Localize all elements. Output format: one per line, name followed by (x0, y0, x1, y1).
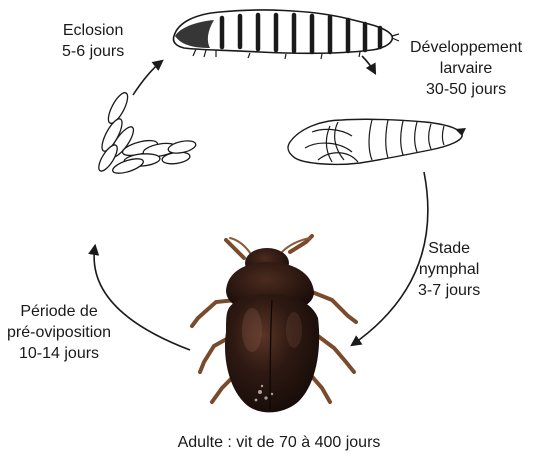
nymph-name: Stade (418, 238, 480, 259)
adult-caption: Adulte : vit de 70 à 400 jours (0, 432, 558, 453)
eclosion-duration: 5-6 jours (62, 41, 124, 62)
eclosion-name: Eclosion (62, 20, 124, 41)
preoviposition-name-2: pré-oviposition (7, 322, 111, 343)
nymph-duration: 3-7 jours (418, 280, 480, 301)
adult-beetle-icon (192, 236, 356, 412)
egg-cluster-icon (95, 90, 196, 176)
stage-label-larval: Développement larvaire 30-50 jours (410, 37, 522, 100)
larval-name: Développement (410, 37, 522, 58)
adult-caption-text: Adulte : vit de 70 à 400 jours (0, 432, 558, 453)
preoviposition-duration: 10-14 jours (7, 343, 111, 364)
stage-label-nymph: Stade nymphal 3-7 jours (418, 238, 480, 301)
preoviposition-name: Période de (7, 301, 111, 322)
larval-name-2: larvaire (410, 58, 522, 79)
stage-label-eclosion: Eclosion 5-6 jours (62, 20, 124, 62)
larval-duration: 30-50 jours (410, 79, 522, 100)
stage-label-preoviposition: Période de pré-oviposition 10-14 jours (7, 301, 111, 364)
nymph-name-2: nymphal (418, 259, 480, 280)
pupa-icon (288, 119, 466, 164)
larva-icon (173, 10, 399, 59)
